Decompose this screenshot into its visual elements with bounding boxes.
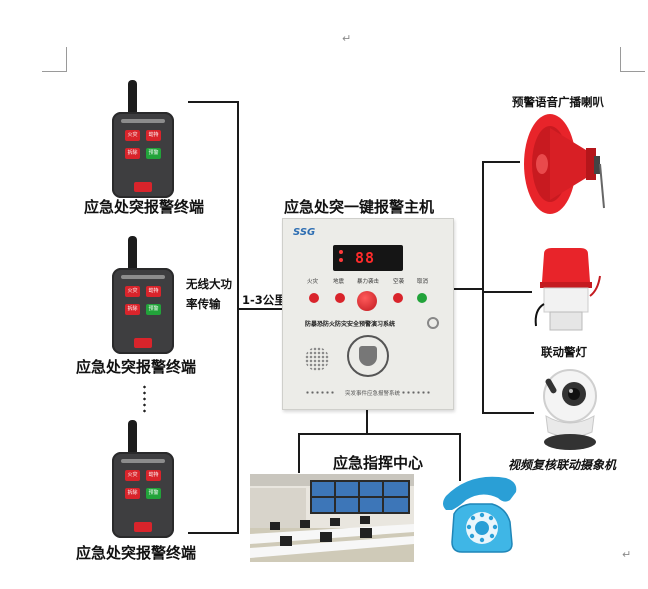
- terminal-body: 火灾 劫持 拆除 预警: [112, 452, 174, 538]
- terminal-button-fire: 火灾: [125, 286, 140, 297]
- terminal-button-warn: 预警: [146, 304, 161, 315]
- wire-bus-to-host: [237, 308, 283, 310]
- host-footer: 突发事件应急报警系统: [345, 391, 401, 397]
- wire-right-bus: [482, 161, 484, 414]
- terminal-button-hijack: 劫持: [146, 286, 161, 297]
- terminal-button-confirm: [134, 338, 152, 348]
- terminal-button-fire: 火灾: [125, 130, 140, 141]
- command-center-label: 应急指挥中心: [333, 454, 424, 472]
- terminal-body: 火灾 劫持 拆除 预警: [112, 112, 174, 198]
- wire-to-light: [482, 291, 532, 293]
- wire-to-horn: [482, 161, 520, 163]
- wire-to-phone: [459, 433, 461, 481]
- telephone-icon: [443, 476, 517, 553]
- terminal-button-hijack: 劫持: [146, 470, 161, 481]
- display-digits: 88: [355, 249, 376, 267]
- antenna-icon: [128, 236, 137, 278]
- key-label-quake: 地震: [333, 279, 345, 285]
- wire-to-camera: [482, 412, 534, 414]
- terminal-button-hijack: 劫持: [146, 130, 161, 141]
- wire-terminal-bottom: [188, 532, 239, 534]
- terminal-button-confirm: [134, 522, 152, 532]
- speaker-grille: [305, 347, 329, 371]
- antenna-icon: [128, 80, 137, 122]
- gear-icon: [427, 317, 439, 329]
- paragraph-mark-top: ↵: [342, 32, 352, 45]
- alarm-host-panel: SSG 88 火灾 地震 暴力袭击 空袭 取消 防暴恐防火防灾安全预警演习系统 …: [282, 218, 454, 410]
- alarm-light-icon: [534, 248, 601, 331]
- crop-mark-top-left: [42, 47, 67, 72]
- host-button-cancel: [417, 293, 427, 303]
- host-label: 应急处突一键报警主机: [284, 198, 435, 216]
- key-label-fire: 火灾: [307, 279, 319, 285]
- ellipsis-dots: [143, 384, 146, 414]
- crop-mark-top-right: [620, 47, 645, 72]
- wire-to-center: [298, 433, 300, 473]
- key-label-attack: 暴力袭击: [357, 279, 380, 285]
- key-label-cancel: 取消: [417, 279, 429, 285]
- camera-label: 视频复核联动摄象机: [508, 458, 617, 472]
- host-button-fire: [309, 293, 319, 303]
- horn-label: 预警语音广播喇叭: [512, 95, 604, 109]
- police-emblem-icon: [347, 335, 389, 377]
- terminal-body: 火灾 劫持 拆除 预警: [112, 268, 174, 354]
- wire-bottom-horizontal: [298, 433, 460, 435]
- led-display: 88: [333, 245, 403, 271]
- wire-left-bus: [237, 101, 239, 533]
- wireless-label-line2: 率传输: [186, 297, 221, 311]
- alarm-terminal-2: 火灾 劫持 拆除 预警: [104, 236, 182, 356]
- distance-label: 1-3公里: [242, 293, 286, 307]
- paragraph-mark-bottom: ↵: [622, 548, 632, 561]
- terminal-button-remove: 拆除: [125, 488, 140, 499]
- host-button-quake: [335, 293, 345, 303]
- terminal-button-remove: 拆除: [125, 304, 140, 315]
- wire-host-right: [452, 288, 484, 290]
- terminal-button-warn: 预警: [146, 488, 161, 499]
- antenna-icon: [128, 420, 137, 462]
- host-system-name: 防暴恐防火防灾安全预警演习系统: [305, 321, 396, 328]
- terminal-button-fire: 火灾: [125, 470, 140, 481]
- terminal-button-remove: 拆除: [125, 148, 140, 159]
- terminal-button-confirm: [134, 182, 152, 192]
- host-button-attack: [357, 291, 377, 311]
- terminal-label-1: 应急处突报警终端: [84, 198, 205, 216]
- terminal-label-2: 应急处突报警终端: [76, 358, 197, 376]
- terminal-button-warn: 预警: [146, 148, 161, 159]
- host-button-air-raid: [393, 293, 403, 303]
- alarm-light-label: 联动警灯: [541, 345, 587, 359]
- terminal-label-3: 应急处突报警终端: [76, 544, 197, 562]
- alarm-terminal-3: 火灾 劫持 拆除 预警: [104, 420, 182, 540]
- wireless-label-line1: 无线大功: [186, 277, 232, 291]
- key-label-air-raid: 空袭: [393, 279, 405, 285]
- camera-icon: [543, 369, 597, 450]
- brand-logo: SSG: [293, 227, 316, 238]
- alarm-terminal-1: 火灾 劫持 拆除 预警: [104, 80, 182, 200]
- wire-terminal-top: [188, 101, 238, 103]
- horn-speaker-icon: [524, 114, 605, 214]
- command-center-image: [250, 474, 414, 562]
- wire-host-down: [366, 408, 368, 434]
